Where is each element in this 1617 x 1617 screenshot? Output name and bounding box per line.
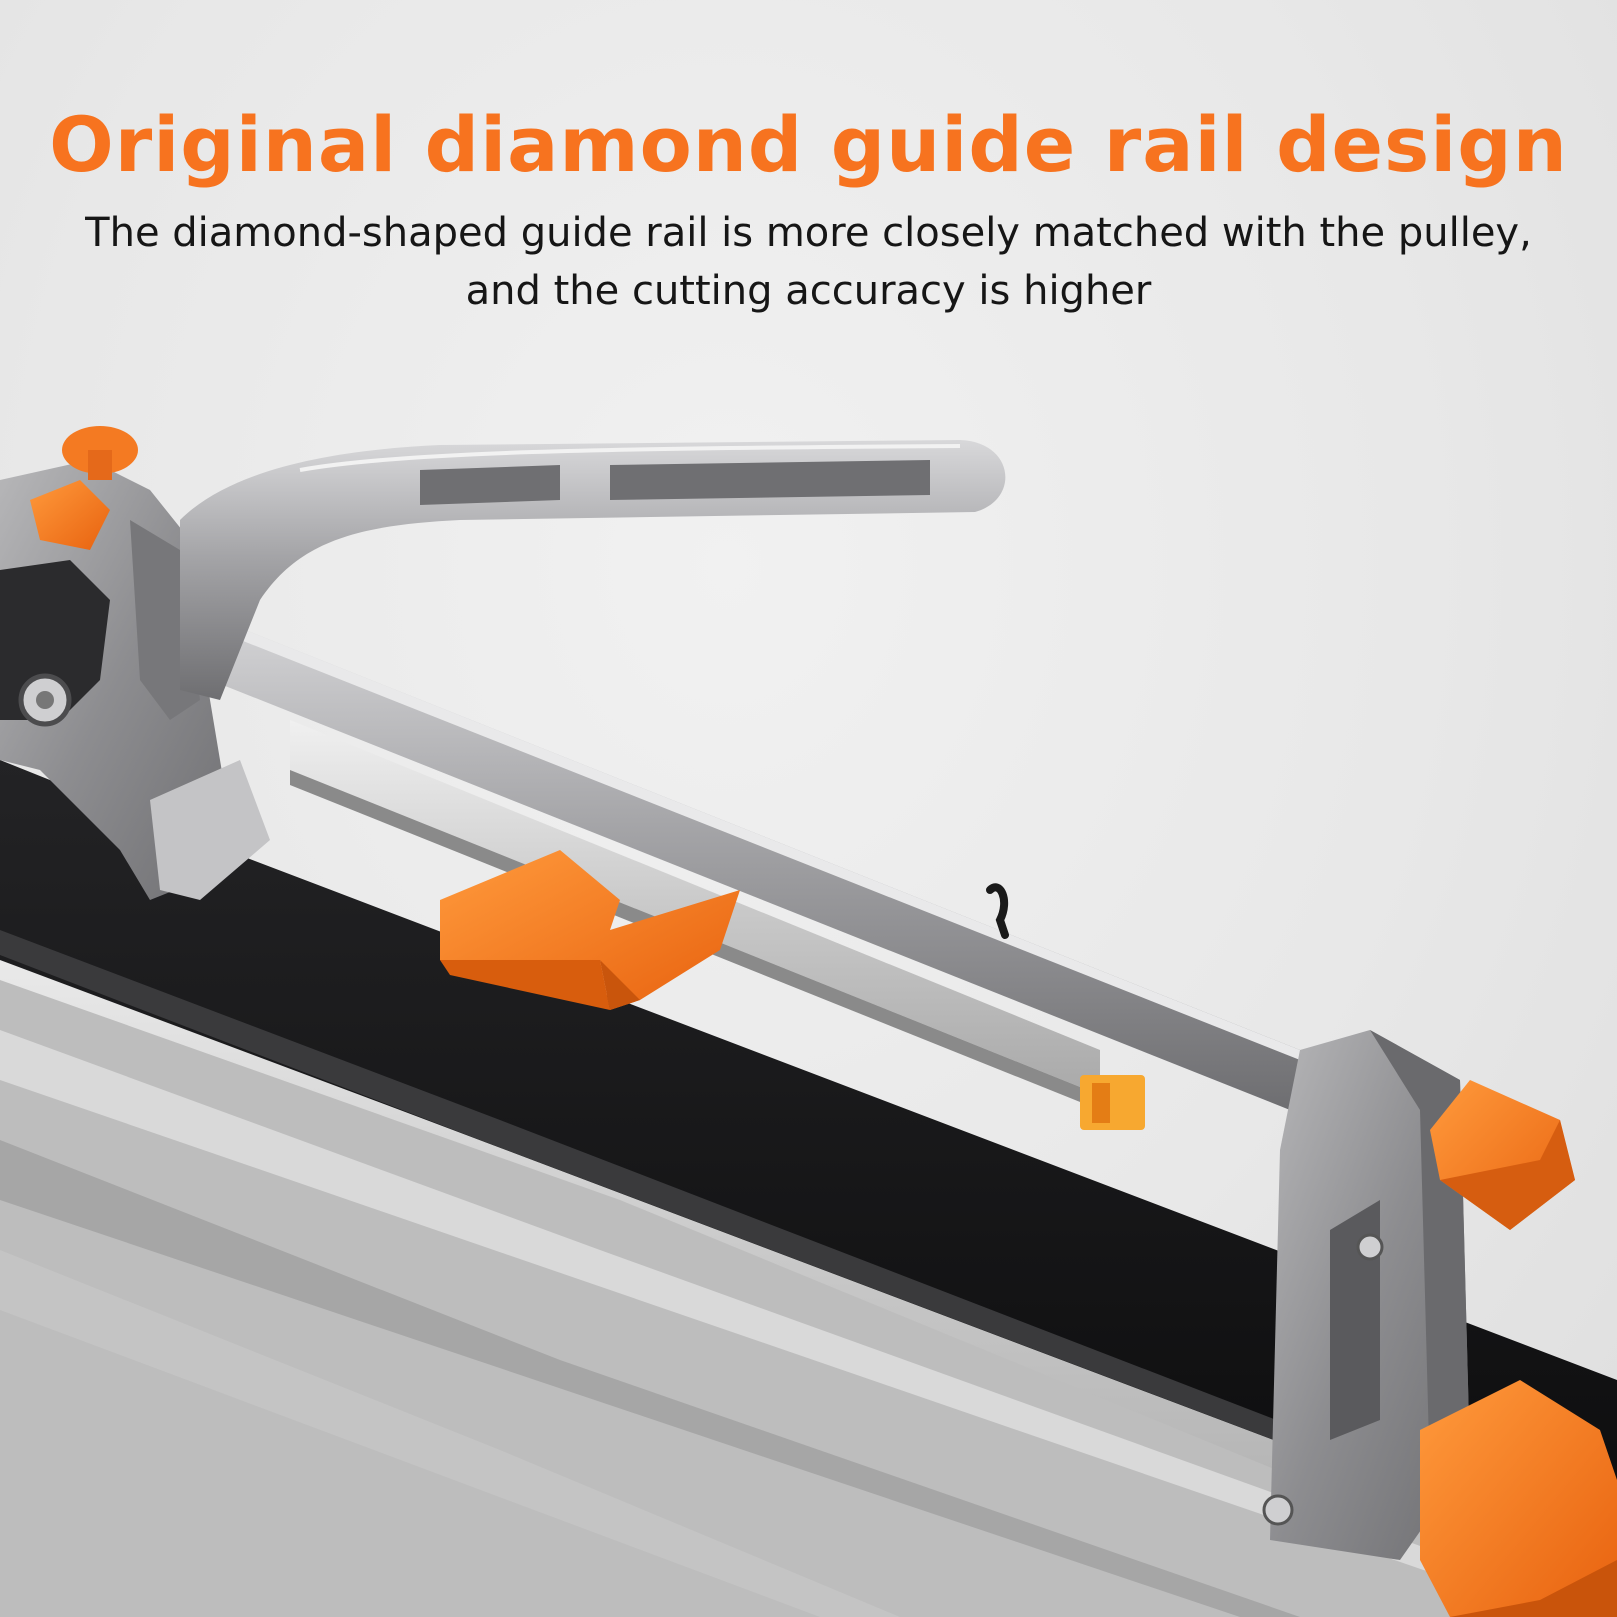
stop-block xyxy=(1430,1080,1575,1230)
end-foot xyxy=(1420,1380,1617,1617)
rail-slider xyxy=(1080,1075,1145,1130)
lever-handle xyxy=(180,440,1006,700)
angle-guide xyxy=(440,850,740,1010)
cutting-bed xyxy=(0,760,1617,1570)
description-line-2: and the cutting accuracy is higher xyxy=(465,268,1152,314)
headline-title: Original diamond guide rail design xyxy=(49,100,1568,189)
description-line-1: The diamond-shaped guide rail is more cl… xyxy=(85,210,1532,256)
rail-clip xyxy=(986,883,1009,939)
guide-rail xyxy=(160,600,1300,1110)
adjust-knob xyxy=(30,426,138,550)
